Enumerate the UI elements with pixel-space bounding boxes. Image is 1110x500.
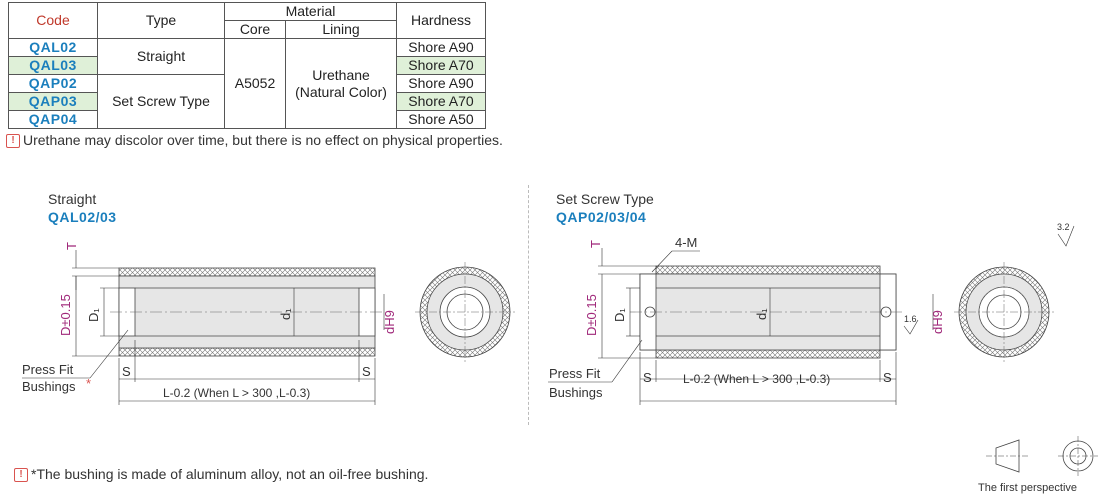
hardness-cell: Shore A70	[396, 56, 486, 75]
hardness-cell: Shore A70	[396, 92, 486, 111]
lining-header: Lining	[285, 20, 397, 39]
setscrew-side-view	[630, 265, 905, 359]
table-row: QAP03 Shore A70	[8, 92, 486, 111]
straight-S-right: S	[362, 364, 371, 379]
straight-model: QAL02/03	[48, 209, 117, 225]
setscrew-D1-label: D₁	[612, 308, 627, 322]
code-cell: QAP03	[8, 92, 98, 111]
hardness-cell: Shore A90	[396, 38, 486, 57]
bushing-note: !*The bushing is made of aluminum alloy,…	[14, 466, 429, 483]
setscrew-bush-label: Bushings	[549, 385, 603, 400]
straight-title: Straight	[48, 191, 97, 207]
setscrew-T-label: T	[588, 240, 603, 248]
urethane-note-text: Urethane may discolor over time, but the…	[23, 132, 503, 148]
divider	[528, 185, 529, 425]
lining-line1: Urethane	[312, 66, 370, 83]
straight-star: *	[86, 376, 91, 391]
straight-D1-label: D₁	[86, 308, 101, 322]
core-cell: A5052	[224, 38, 286, 129]
setscrew-end-view	[954, 262, 1054, 362]
setscrew-model: QAP02/03/04	[556, 209, 647, 225]
straight-side-view	[110, 267, 385, 357]
roughness-icon	[903, 319, 919, 335]
type-cell-setscrew: Set Screw Type	[97, 74, 225, 129]
table-row: QAL03 Shore A70	[8, 56, 486, 75]
straight-bush-label: Bushings	[22, 379, 76, 394]
warning-icon: !	[14, 468, 28, 483]
straight-end-view	[415, 262, 515, 362]
hardness-cell: Shore A50	[396, 110, 486, 129]
setscrew-dimensions	[548, 248, 934, 405]
lining-line2: (Natural Color)	[295, 83, 387, 100]
type-cell-straight: Straight	[97, 38, 225, 75]
straight-D-label: D±0.15	[58, 294, 73, 336]
table-row: QAP04 Shore A50	[8, 110, 486, 129]
warning-icon: !	[6, 134, 20, 149]
first-perspective-icon	[986, 436, 1098, 476]
straight-dH9-label: dH9	[382, 310, 397, 334]
setscrew-press-label: Press Fit	[549, 366, 601, 381]
spec-table: Code Type Material Hardness Core Lining …	[8, 2, 486, 129]
setscrew-S-left: S	[643, 370, 652, 385]
straight-d1-label: d₁	[278, 308, 293, 320]
setscrew-title: Set Screw Type	[556, 191, 654, 207]
bushing-note-text: *The bushing is made of aluminum alloy, …	[31, 466, 429, 482]
setscrew-S-right: S	[883, 370, 892, 385]
straight-press-label: Press Fit	[22, 362, 74, 377]
straight-L-label: L-0.2 (When L > 300 ,L-0.3)	[163, 386, 310, 400]
setscrew-4M-label: 4-M	[675, 235, 697, 250]
perspective-label: The first perspective	[978, 482, 1078, 494]
core-header: Core	[224, 20, 286, 39]
straight-T-label: T	[64, 242, 79, 250]
surface-mark-icon: 3.2	[1057, 222, 1075, 247]
type-header: Type	[97, 2, 225, 39]
setscrew-dH9-label: dH9	[930, 310, 945, 334]
svg-text:3.2: 3.2	[1057, 222, 1070, 232]
hardness-cell: Shore A90	[396, 74, 486, 93]
straight-S-left: S	[122, 364, 131, 379]
setscrew-d1-label: d₁	[754, 308, 769, 320]
code-cell: QAP04	[8, 110, 98, 129]
setscrew-D-label: D±0.15	[584, 294, 599, 336]
setscrew-roughness: 1.6	[904, 314, 917, 324]
lining-cell: Urethane(Natural Color)	[285, 38, 397, 129]
table-row: QAL02 Straight A5052 Urethane(Natural Co…	[8, 38, 486, 129]
urethane-note: !Urethane may discolor over time, but th…	[6, 132, 503, 149]
setscrew-L-label: L-0.2 (When L > 300 ,L-0.3)	[683, 372, 830, 386]
code-header: Code	[8, 2, 98, 39]
straight-dimensions	[22, 250, 385, 405]
code-cell: QAL03	[8, 56, 98, 75]
